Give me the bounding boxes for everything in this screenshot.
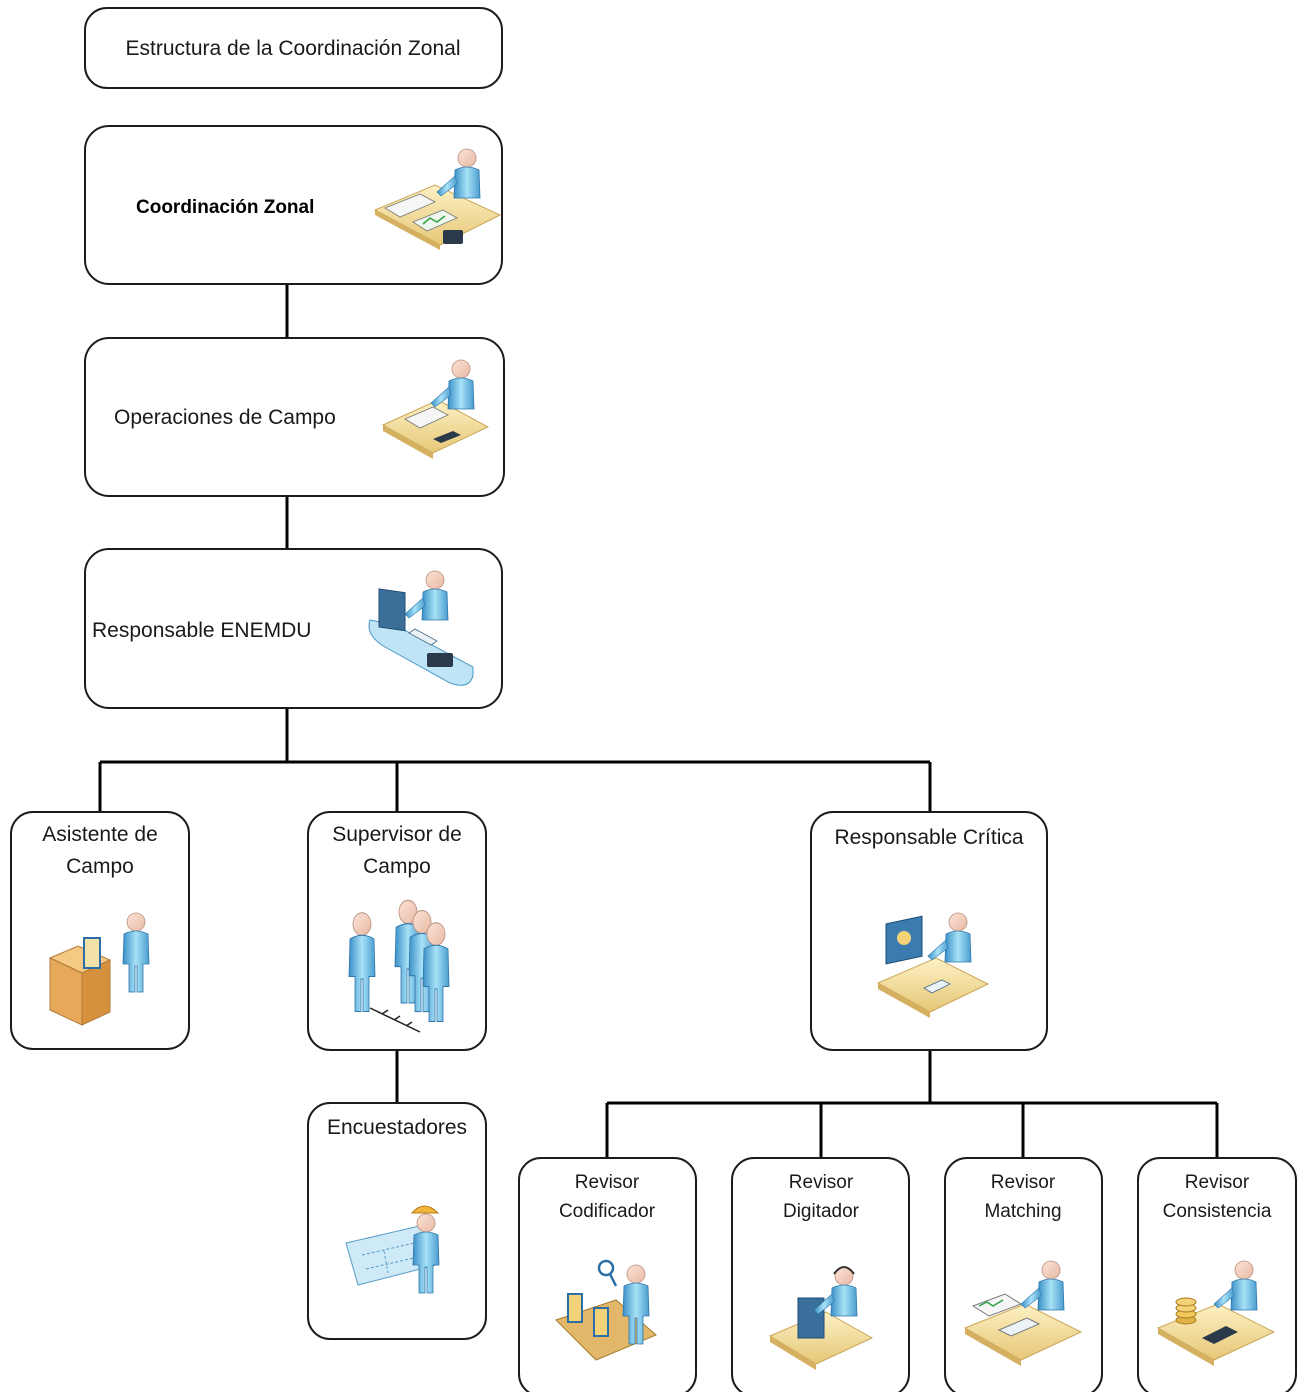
node-responsable-enemdu: Responsable ENEMDU <box>84 548 503 709</box>
node-operaciones-de-campo: Operaciones de Campo <box>84 337 505 497</box>
matching-label-line2: Matching <box>984 1201 1061 1222</box>
node-revisor-matching: Revisor Matching <box>944 1157 1103 1392</box>
person-writing-at-desk-icon <box>381 359 490 459</box>
person-at-design-monitor-icon <box>876 912 990 1018</box>
node-responsable-critica: Responsable Crítica <box>810 811 1048 1051</box>
coordinacion-label: Coordinación Zonal <box>136 197 314 218</box>
operaciones-box <box>84 337 505 497</box>
digitador-label-line1: Revisor <box>789 1172 854 1193</box>
encuestadores-box <box>307 1102 487 1340</box>
asistente-label-line2: Campo <box>66 855 134 878</box>
title-box <box>84 7 503 89</box>
critica-box <box>810 811 1048 1051</box>
connectors <box>98 284 1219 1158</box>
consistencia-label-line2: Consistencia <box>1163 1201 1272 1222</box>
enemdu-box <box>84 548 503 709</box>
asistente-label-line1: Asistente de <box>42 823 158 846</box>
operaciones-label: Operaciones de Campo <box>114 406 336 429</box>
person-with-boxes-icon <box>48 912 150 1026</box>
node-coordinacion-zonal: Coordinación Zonal <box>84 125 503 285</box>
digitador-label-line2: Digitador <box>783 1201 860 1222</box>
node-asistente-de-campo: Asistente de Campo <box>10 811 190 1050</box>
worker-with-blueprint-icon <box>345 1205 440 1294</box>
group-of-people-icon <box>348 899 450 1033</box>
enemdu-label: Responsable ENEMDU <box>92 619 311 642</box>
person-at-desk-with-charts-icon <box>373 148 502 250</box>
codificador-label-line2: Codificador <box>559 1201 656 1222</box>
person-at-computer-workstation-icon <box>368 570 474 686</box>
title-node: Estructura de la Coordinación Zonal <box>84 7 503 89</box>
encuestadores-label: Encuestadores <box>327 1116 467 1139</box>
matching-label-line1: Revisor <box>991 1172 1056 1193</box>
supervisor-label-line1: Supervisor de <box>332 823 462 846</box>
diagram-title: Estructura de la Coordinación Zonal <box>125 37 460 60</box>
node-revisor-codificador: Revisor Codificador <box>518 1157 697 1392</box>
node-revisor-consistencia: Revisor Consistencia <box>1137 1157 1297 1392</box>
node-supervisor-de-campo: Supervisor de Campo <box>307 811 487 1051</box>
person-with-headset-at-computer-icon <box>768 1266 874 1370</box>
person-inspecting-conveyor-icon <box>555 1259 657 1361</box>
codificador-label-line1: Revisor <box>575 1172 640 1193</box>
person-with-documents-icon <box>963 1260 1083 1366</box>
person-with-calculator-and-coins-icon <box>1156 1260 1276 1366</box>
supervisor-label-line2: Campo <box>363 855 431 878</box>
coordinacion-box <box>84 125 503 285</box>
node-encuestadores: Encuestadores <box>307 1102 487 1340</box>
consistencia-label-line1: Revisor <box>1185 1172 1250 1193</box>
node-revisor-digitador: Revisor Digitador <box>731 1157 910 1392</box>
critica-label: Responsable Crítica <box>834 826 1023 849</box>
